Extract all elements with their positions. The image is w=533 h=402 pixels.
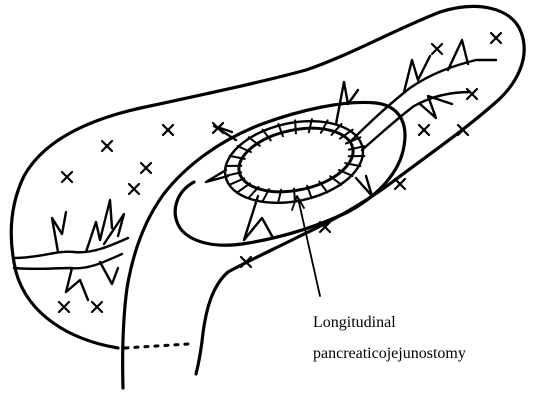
cross-mark — [395, 179, 405, 189]
suture-tick — [237, 183, 250, 192]
cross-mark — [491, 33, 501, 43]
annotation-line-1: Longitudinal — [313, 314, 396, 331]
cross-mark — [92, 302, 102, 312]
cross-mark — [163, 125, 173, 135]
cross-mark — [419, 125, 429, 135]
cross-mark — [432, 44, 442, 54]
suture-tick — [230, 178, 245, 184]
cross-mark — [102, 141, 112, 151]
annotation-line-2: pancreaticojejunostomy — [313, 345, 466, 362]
annotation-pointer-line — [298, 198, 320, 296]
cross-mark — [467, 89, 477, 99]
duct-branches-left — [14, 200, 128, 300]
cross-mark — [59, 302, 69, 312]
cross-mark — [129, 184, 139, 194]
cross-mark — [62, 172, 72, 182]
suture-tick — [295, 120, 296, 133]
dotted-segment — [125, 344, 188, 348]
cross-mark — [141, 163, 151, 173]
